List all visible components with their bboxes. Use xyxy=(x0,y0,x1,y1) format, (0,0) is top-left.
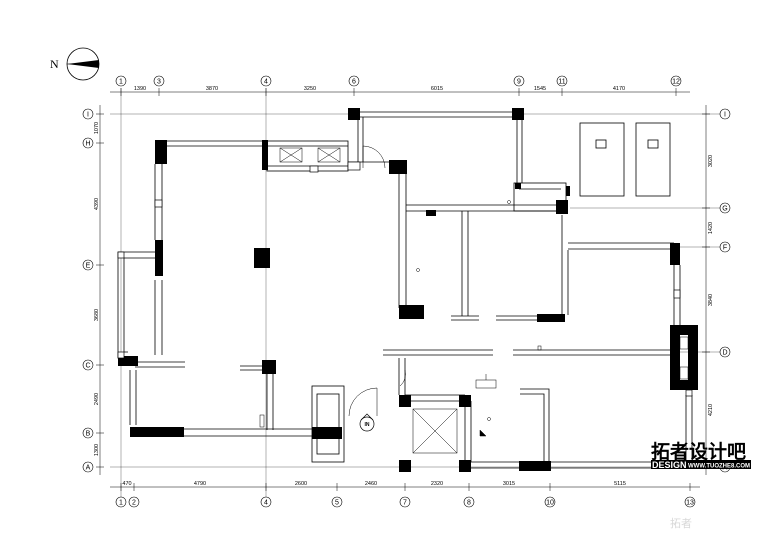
fixtures xyxy=(259,200,542,437)
right-dimensions: 3020 1420 3840 4210 xyxy=(708,155,714,416)
axis-label: A xyxy=(86,465,91,472)
bottom-dimensions: 470 4790 2600 2460 2320 3015 5115 xyxy=(122,481,626,487)
watermark-bar xyxy=(651,460,751,469)
axis-label: 4 xyxy=(264,500,268,507)
top-axis-bubbles: 1 3 4 6 9 11 12 xyxy=(115,75,682,87)
dim-label: 1300 xyxy=(94,444,100,456)
dim-label: 4170 xyxy=(613,86,625,92)
entry-label: IN xyxy=(365,422,370,428)
columns xyxy=(118,108,698,472)
watermark-url: WWW.TUOZHE8.COM xyxy=(688,464,750,470)
watermark-name: 拓者设计吧 xyxy=(651,440,746,463)
axis-label: H xyxy=(85,141,90,148)
axis-label: E xyxy=(86,263,91,270)
axis-label: 7 xyxy=(403,500,407,507)
north-arrow: N xyxy=(50,47,100,81)
dim-label: 4390 xyxy=(94,198,100,210)
axis-label: 12 xyxy=(672,79,680,86)
top-dimensions: 1390 3870 3250 6015 1545 4170 xyxy=(134,86,625,92)
dim-label: 6015 xyxy=(431,86,443,92)
door-swings xyxy=(348,145,406,417)
dim-label: 470 xyxy=(122,481,131,487)
bottom-axis-bubbles: 1 2 4 5 7 8 10 13 xyxy=(115,496,696,508)
dim-label: 4210 xyxy=(708,404,714,416)
dim-label: 3840 xyxy=(708,294,714,306)
axis-label: I xyxy=(724,112,726,119)
axis-label: C xyxy=(85,363,90,370)
walls xyxy=(117,111,693,469)
left-dimensions: 1070 4390 3680 2490 1300 xyxy=(94,122,100,456)
axis-label: 11 xyxy=(558,79,565,86)
dim-label: 1390 xyxy=(134,86,146,92)
dim-label: 2490 xyxy=(94,393,100,405)
furniture xyxy=(579,122,671,197)
dim-label: 1070 xyxy=(94,122,100,134)
dimension-lines xyxy=(96,88,710,491)
dim-label: 3250 xyxy=(304,86,316,92)
axis-label: 1 xyxy=(119,500,123,507)
entry-marker: IN xyxy=(359,413,375,432)
left-axis-bubbles: I H E C B A xyxy=(82,108,94,473)
dim-label: 1545 xyxy=(534,86,546,92)
axis-label: 3 xyxy=(157,79,161,86)
axis-label: 13 xyxy=(686,500,694,507)
axis-label: 9 xyxy=(517,79,521,86)
axis-label: 2 xyxy=(132,500,136,507)
dim-label: 2460 xyxy=(365,481,377,487)
axis-label: D xyxy=(722,350,727,357)
watermark-design: DESIGN xyxy=(652,460,687,470)
dim-label: 2600 xyxy=(295,481,307,487)
axis-label: B xyxy=(86,431,91,438)
axis-label: 6 xyxy=(352,79,356,86)
right-axis-bubbles: I G F D A xyxy=(719,108,731,473)
dim-label: 1420 xyxy=(708,222,714,234)
axis-label: 5 xyxy=(335,500,339,507)
axis-label: 1 xyxy=(119,79,123,86)
dim-label: 2320 xyxy=(431,481,443,487)
axis-label: 10 xyxy=(546,500,554,507)
dim-label: 3870 xyxy=(206,86,218,92)
dim-label: 5115 xyxy=(614,481,626,487)
watermark: 拓者设计吧 DESIGN WWW.TUOZHE8.COM 拓者 xyxy=(651,440,751,530)
dim-label: 3015 xyxy=(503,481,515,487)
axis-label: F xyxy=(723,245,727,252)
watermark-faint: 拓者 xyxy=(670,516,692,530)
dim-label: 3020 xyxy=(708,155,714,167)
balcony-fixtures xyxy=(279,147,689,454)
axis-label: 4 xyxy=(264,79,268,86)
dim-label: 4790 xyxy=(194,481,206,487)
entry-icon xyxy=(359,416,375,432)
axis-label: 8 xyxy=(467,500,471,507)
north-label: N xyxy=(50,57,59,71)
axis-label: G xyxy=(722,206,727,213)
window-marks xyxy=(117,161,693,397)
axis-label: I xyxy=(87,112,89,119)
dim-label: 3680 xyxy=(94,309,100,321)
axis-lines xyxy=(110,88,720,500)
